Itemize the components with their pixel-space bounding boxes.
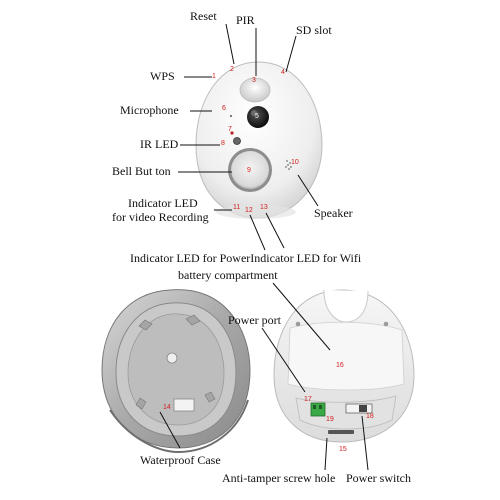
label-anti-tamper-screw-hole: Anti-tamper screw hole — [222, 471, 336, 485]
label-power-port: Power port — [228, 313, 281, 327]
callout-number-14: 14 — [163, 404, 171, 411]
callout-number-15: 15 — [339, 446, 347, 453]
label-power-switch: Power switch — [346, 471, 411, 485]
label-ir-led: IR LED — [140, 137, 179, 151]
label-wps: WPS — [150, 69, 175, 83]
label-microphone: Microphone — [120, 103, 179, 117]
callout-number-2: 2 — [230, 66, 234, 73]
callout-number-8: 8 — [221, 140, 225, 147]
label-speaker: Speaker — [314, 206, 353, 220]
label-waterproof-case: Waterproof Case — [140, 453, 221, 467]
callout-number-5: 5 — [255, 113, 259, 120]
callout-number-16: 16 — [336, 362, 344, 369]
label-indicator-power-wifi: Indicator LED for PowerIndicator LED for… — [130, 251, 362, 265]
label-indicator-video-line1: Indicator LED — [128, 196, 198, 210]
callout-number-1: 1 — [212, 73, 216, 80]
callout-number-11: 11 — [233, 204, 241, 211]
callout-number-13: 13 — [260, 204, 268, 211]
label-pir: PIR — [236, 13, 255, 27]
callout-number-18: 18 — [366, 413, 374, 420]
callout-number-9: 9 — [247, 167, 251, 174]
label-battery-compartment: battery compartment — [178, 268, 278, 282]
callout-number-10: 10 — [291, 159, 299, 166]
waterproof-case — [101, 289, 251, 454]
doorbell-front — [195, 61, 323, 219]
callout-number-7: 7 — [228, 126, 232, 133]
label-indicator-video-line2: for video Recording — [112, 210, 209, 224]
leader-lines — [159, 23, 369, 471]
callout-number-4: 4 — [281, 69, 285, 76]
callout-number-6: 6 — [222, 105, 226, 112]
callout-number-3: 3 — [252, 77, 256, 84]
callout-number-12: 12 — [245, 207, 253, 214]
label-bell-button: Bell But ton — [112, 164, 171, 178]
callout-number-17: 17 — [304, 396, 312, 403]
label-sd-slot: SD slot — [296, 23, 332, 37]
label-reset: Reset — [190, 9, 217, 23]
callout-number-19: 19 — [326, 416, 334, 423]
doorbell-back — [273, 289, 415, 443]
